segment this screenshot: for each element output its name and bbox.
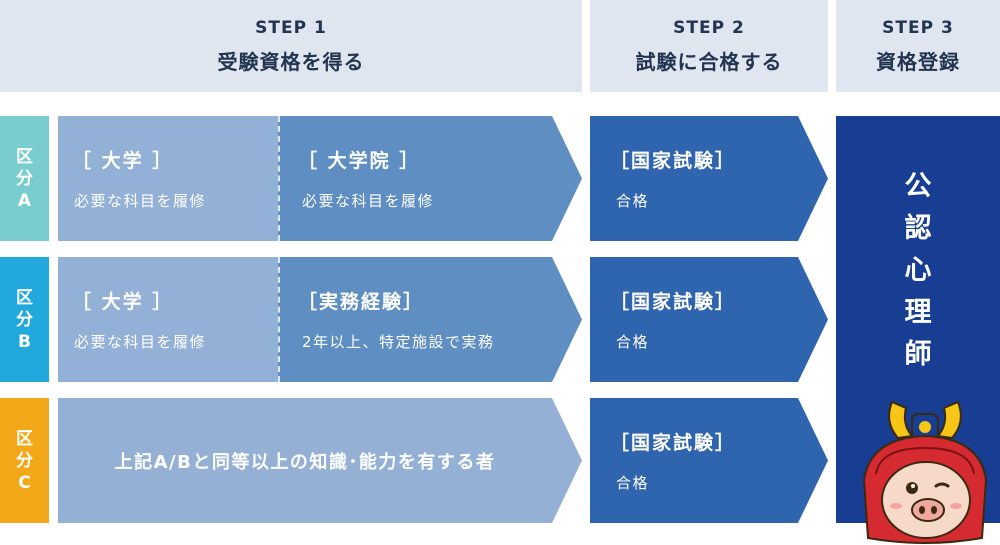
qualification-char: 認 [904,213,932,244]
exam-title: ［国家試験］ [610,432,737,454]
qualification-char: 理 [904,297,932,328]
category-b-char: 分 [16,309,33,330]
dashed-divider [278,116,280,241]
step2-label: STEP 2 [673,17,745,38]
step1-title: 受験資格を得る [217,49,365,74]
category-c-char: 分 [16,450,33,471]
exam-title: ［国家試験］ [610,150,737,172]
row-a-step1-arrow: ［ 大学 ］ 必要な科目を履修 ［ 大学院 ］ 必要な科目を履修 [58,116,582,241]
exam-cell: ［国家試験］ 合格 [590,116,800,241]
step1-label: STEP 1 [255,17,327,38]
samurai-pig-mascot-icon [862,400,988,544]
row-b-university-desc: 必要な科目を履修 [74,333,207,351]
row-a-graduate-cell: ［ 大学院 ］ 必要な科目を履修 [280,116,550,241]
qualification-char: 師 [904,339,932,370]
row-b-experience-cell: ［実務経験］ 2年以上、特定施設で実務 [280,257,560,382]
row-a-university-title: ［ 大学 ］ [72,150,174,172]
qualification-char: 心 [904,255,932,286]
category-a-char: A [17,190,32,211]
row-b-step1-arrow: ［ 大学 ］ 必要な科目を履修 ［実務経験］ 2年以上、特定施設で実務 [58,257,582,382]
exam-title: ［国家試験］ [610,291,737,313]
row-c-exam-arrow: ［国家試験］ 合格 [590,398,828,523]
row-a-university-cell: ［ 大学 ］ 必要な科目を履修 [58,116,278,241]
row-b-university-cell: ［ 大学 ］ 必要な科目を履修 [58,257,278,382]
exam-result: 合格 [616,192,650,210]
row-b-experience-title: ［実務経験］ [298,291,425,313]
exam-cell: ［国家試験］ 合格 [590,398,800,523]
step2-header: STEP 2 試験に合格する [590,0,828,92]
category-a-char: 分 [16,168,33,189]
row-b-exam-arrow: ［国家試験］ 合格 [590,257,828,382]
category-c-char: 区 [16,428,33,449]
qualification-char: 公 [904,171,932,202]
step3-header: STEP 3 資格登録 [836,0,1000,92]
category-a-label: 区 分 A [0,116,49,241]
row-c-text: 上記A/Bと同等以上の知識･能力を有する者 [114,451,496,473]
row-c-step1-arrow: 上記A/Bと同等以上の知識･能力を有する者 [58,398,582,523]
row-a-university-desc: 必要な科目を履修 [74,192,207,210]
category-a-char: 区 [16,146,33,167]
exam-result: 合格 [616,474,650,492]
row-a-exam-arrow: ［国家試験］ 合格 [590,116,828,241]
qualification-title: 公 認 心 理 師 [836,166,1000,376]
exam-cell: ［国家試験］ 合格 [590,257,800,382]
exam-result: 合格 [616,333,650,351]
step3-title: 資格登録 [876,49,960,74]
category-b-char: B [18,331,31,352]
step3-label: STEP 3 [882,17,954,38]
category-b-char: 区 [16,287,33,308]
step1-header: STEP 1 受験資格を得る [0,0,582,92]
step2-title: 試験に合格する [635,49,783,74]
category-b-label: 区 分 B [0,257,49,382]
row-a-graduate-desc: 必要な科目を履修 [302,192,435,210]
category-c-label: 区 分 C [0,398,49,523]
dashed-divider [278,257,280,382]
category-c-char: C [18,472,31,493]
row-b-experience-desc: 2年以上、特定施設で実務 [302,333,495,351]
row-b-university-title: ［ 大学 ］ [72,291,174,313]
row-a-graduate-title: ［ 大学院 ］ [298,150,421,172]
